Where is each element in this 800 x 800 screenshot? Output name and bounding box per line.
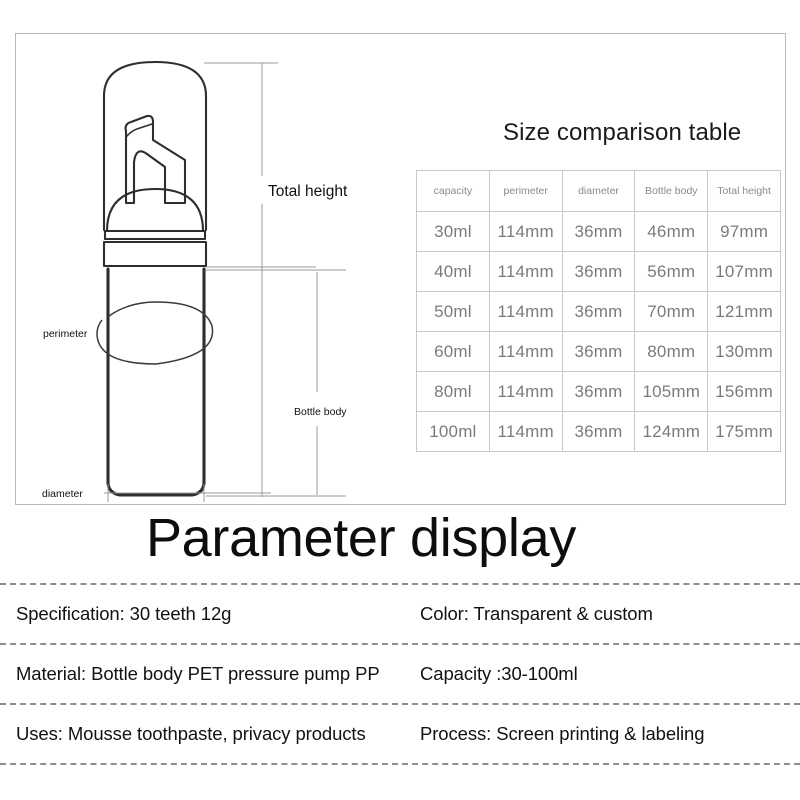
cell-total-height: 130mm [707, 331, 781, 372]
cell-diameter: 36mm [561, 411, 636, 452]
cell-capacity: 50ml [416, 291, 490, 332]
label-bottle-body: Bottle body [294, 406, 347, 418]
pump-base-plate [103, 229, 207, 241]
overcap-dome-icon [102, 60, 208, 232]
divider [0, 703, 800, 705]
column-header-diameter: diameter [561, 170, 636, 212]
column-header-total-height: Total height [707, 170, 781, 212]
cell-perimeter: 114mm [488, 411, 563, 452]
nozzle-shoulder-line [152, 139, 186, 161]
cell-capacity: 100ml [416, 411, 490, 452]
table-row: 30ml 114mm 36mm 46mm 97mm [416, 211, 781, 252]
cell-diameter: 36mm [561, 211, 636, 252]
dimension-lines-group [104, 62, 346, 502]
cell-diameter: 36mm [561, 371, 636, 412]
cell-total-height: 175mm [707, 411, 781, 452]
cell-capacity: 60ml [416, 331, 490, 372]
diagram-panel: Total height Bottle body perimeter diame… [15, 33, 786, 505]
size-table-title: Size comparison table [503, 119, 742, 146]
parameter-row: Material: Bottle body PET pressure pump … [0, 645, 800, 703]
cell-bottle-body: 105mm [634, 371, 709, 412]
cell-total-height: 97mm [707, 211, 781, 252]
perimeter-ellipse-icon [96, 301, 214, 365]
table-header-row: capacity perimeter diameter Bottle body … [416, 170, 781, 212]
label-total-height: Total height [268, 183, 348, 200]
parameter-capacity: Capacity :30-100ml [420, 663, 578, 684]
parameter-uses: Uses: Mousse toothpaste, privacy product… [16, 723, 366, 744]
divider [0, 763, 800, 765]
cell-perimeter: 114mm [488, 291, 563, 332]
cell-bottle-body: 56mm [634, 251, 709, 292]
cell-perimeter: 114mm [488, 331, 563, 372]
cell-diameter: 36mm [561, 331, 636, 372]
closure-collar-icon [102, 240, 208, 268]
bottle-technical-drawing: Total height Bottle body perimeter diame… [42, 60, 348, 502]
cell-bottle-body: 80mm [634, 331, 709, 372]
bottle-body-icon [106, 267, 206, 497]
cell-perimeter: 114mm [488, 211, 563, 252]
cell-capacity: 40ml [416, 251, 490, 292]
page-title: Parameter display [145, 508, 577, 568]
nozzle-tip-line [126, 123, 153, 137]
cell-diameter: 36mm [561, 251, 636, 292]
parameter-material: Material: Bottle body PET pressure pump … [16, 663, 380, 684]
column-header-perimeter: perimeter [488, 170, 563, 212]
parameter-color: Color: Transparent & custom [420, 603, 653, 624]
parameter-row: Uses: Mousse toothpaste, privacy product… [0, 705, 800, 763]
cell-capacity: 30ml [416, 211, 490, 252]
column-header-capacity: capacity [416, 170, 490, 212]
label-perimeter: perimeter [43, 328, 88, 340]
pump-nozzle-icon [124, 114, 187, 205]
parameter-row: Specification: 30 teeth 12g Color: Trans… [0, 585, 800, 643]
cell-bottle-body: 70mm [634, 291, 709, 332]
cell-perimeter: 114mm [488, 371, 563, 412]
divider [0, 643, 800, 645]
parameter-list: Specification: 30 teeth 12g Color: Trans… [0, 583, 800, 765]
parameter-specification: Specification: 30 teeth 12g [16, 603, 232, 624]
cell-total-height: 121mm [707, 291, 781, 332]
table-row: 100ml 114mm 36mm 124mm 175mm [416, 411, 781, 452]
pump-head-dome-icon [105, 187, 205, 233]
cell-perimeter: 114mm [488, 251, 563, 292]
size-comparison-table: capacity perimeter diameter Bottle body … [416, 170, 781, 452]
divider [0, 583, 800, 585]
bottle-outline-group [102, 60, 208, 497]
parameter-process: Process: Screen printing & labeling [420, 723, 705, 744]
cell-capacity: 80ml [416, 371, 490, 412]
table-row: 80ml 114mm 36mm 105mm 156mm [416, 371, 781, 412]
cell-diameter: 36mm [561, 291, 636, 332]
cell-total-height: 156mm [707, 371, 781, 412]
cell-total-height: 107mm [707, 251, 781, 292]
column-header-bottle-body: Bottle body [634, 170, 709, 212]
cell-bottle-body: 46mm [634, 211, 709, 252]
table-row: 40ml 114mm 36mm 56mm 107mm [416, 251, 781, 292]
table-row: 60ml 114mm 36mm 80mm 130mm [416, 331, 781, 372]
label-diameter: diameter [42, 488, 83, 500]
table-row: 50ml 114mm 36mm 70mm 121mm [416, 291, 781, 332]
cell-bottle-body: 124mm [634, 411, 709, 452]
